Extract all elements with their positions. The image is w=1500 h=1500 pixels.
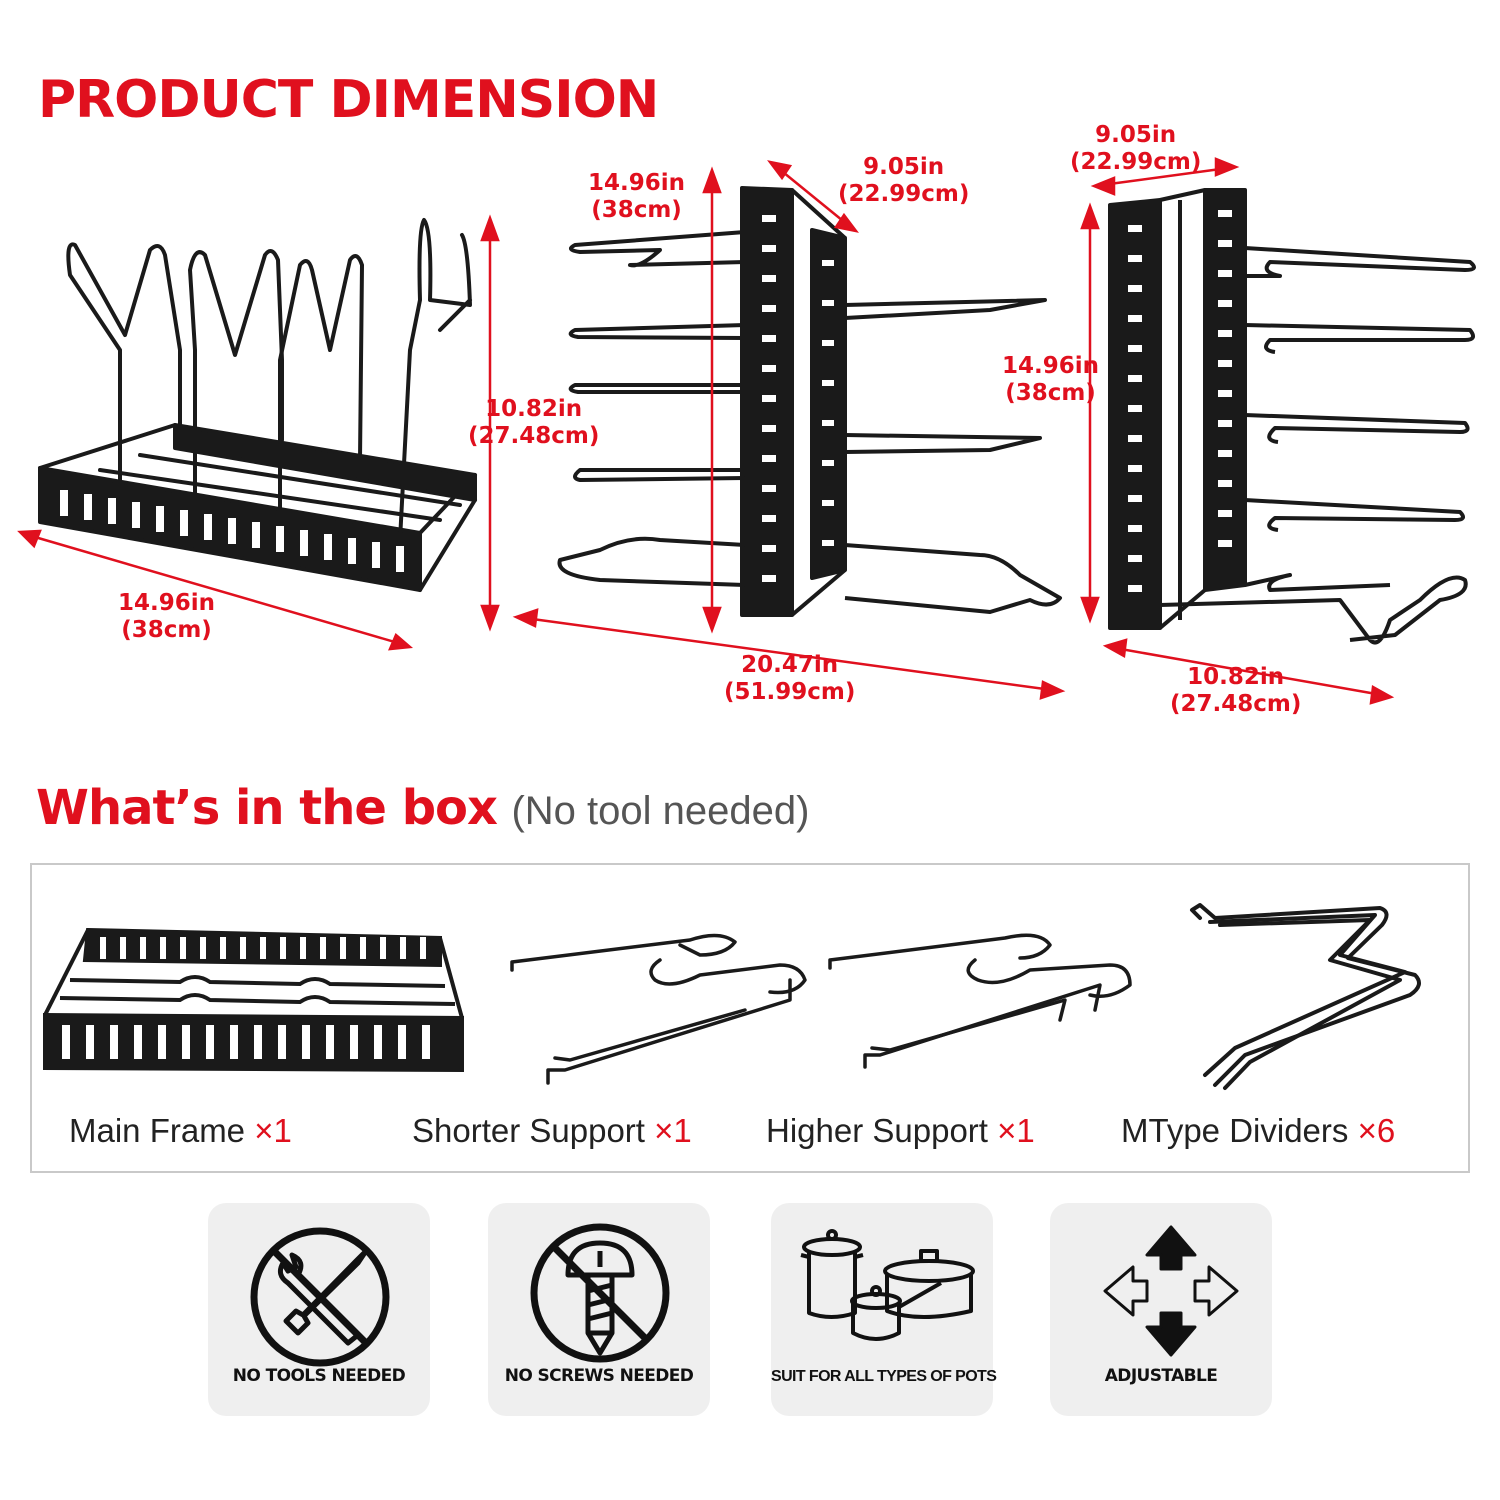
- view1-width-label: 14.96in(38cm): [118, 590, 216, 643]
- item-higher-support-name: Higher Support: [766, 1112, 988, 1149]
- feature-all-pots-label: SUIT FOR ALL TYPES OF POTS: [771, 1368, 997, 1385]
- feature-no-screws: NO SCREWS NEEDED: [488, 1203, 710, 1416]
- item-shorter-support: Shorter Support ×1: [412, 1112, 692, 1150]
- item-main-frame: Main Frame ×1: [69, 1112, 292, 1150]
- view2-length-label: 20.47in(51.99cm): [724, 652, 856, 705]
- pots-icon: [800, 1229, 975, 1341]
- item-main-frame-qty: ×1: [254, 1112, 292, 1149]
- feature-no-tools-label: NO TOOLS NEEDED: [232, 1366, 406, 1386]
- box-subtitle: (No tool needed): [511, 789, 810, 833]
- item-higher-support-qty: ×1: [997, 1112, 1035, 1149]
- feature-all-pots: SUIT FOR ALL TYPES OF POTS: [771, 1203, 997, 1416]
- adjustable-arrows-icon: [1103, 1225, 1239, 1357]
- feature-no-screws-label: NO SCREWS NEEDED: [504, 1366, 694, 1386]
- view3-depth-label: 9.05in(22.99cm): [1070, 122, 1202, 175]
- item-higher-support: Higher Support ×1: [766, 1112, 1035, 1150]
- item-shorter-support-name: Shorter Support: [412, 1112, 645, 1149]
- item-mtype-dividers-name: MType Dividers: [1121, 1112, 1349, 1149]
- view2-depth-label: 9.05in(22.99cm): [838, 154, 970, 207]
- box-title: What’s in the box: [36, 780, 498, 836]
- view2-height-label: 14.96in(38cm): [588, 170, 686, 223]
- no-tools-icon: [250, 1227, 390, 1367]
- feature-adjustable: ADJUSTABLE: [1050, 1203, 1272, 1416]
- box-heading: What’s in the box (No tool needed): [36, 780, 809, 836]
- feature-no-tools: NO TOOLS NEEDED: [208, 1203, 430, 1416]
- view3-width-label: 10.82in(27.48cm): [1170, 664, 1302, 717]
- item-mtype-dividers-qty: ×6: [1357, 1112, 1396, 1149]
- no-screws-icon: [530, 1223, 670, 1363]
- box-contents-panel: [30, 863, 1470, 1173]
- product-dimension-heading: PRODUCT DIMENSION: [38, 70, 659, 130]
- view1-height-label: 10.82in(27.48cm): [468, 396, 600, 449]
- item-shorter-support-qty: ×1: [654, 1112, 692, 1149]
- feature-adjustable-label: ADJUSTABLE: [1104, 1366, 1218, 1386]
- item-main-frame-name: Main Frame: [69, 1112, 246, 1149]
- view3-height-label: 14.96in(38cm): [1002, 353, 1100, 406]
- item-mtype-dividers: MType Dividers ×6: [1121, 1112, 1395, 1150]
